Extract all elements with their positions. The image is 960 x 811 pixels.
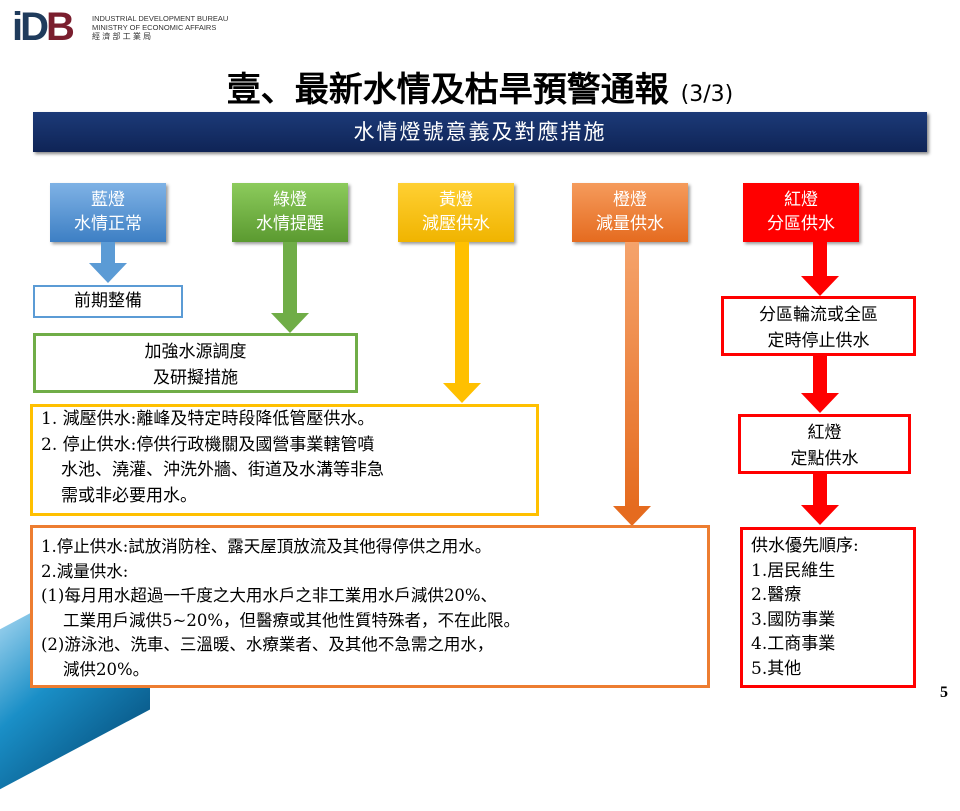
- org-en-1: INDUSTRIAL DEVELOPMENT BUREAU: [92, 14, 229, 23]
- blue-action-box: 前期整備: [33, 285, 183, 318]
- org-zh: 經 濟 部 工 業 局: [92, 32, 152, 41]
- lamp-orange: 橙燈減量供水: [572, 183, 688, 242]
- orange-action-line: 1.停止供水:試放消防栓、露天屋頂放流及其他得停供之用水。: [41, 537, 492, 556]
- logo-text: INDUSTRIAL DEVELOPMENT BUREAU MINISTRY O…: [92, 14, 228, 41]
- supply-priority-box: 供水優先順序: 1.居民維生 2.醫療 3.國防事業 4.工商事業 5.其他: [740, 527, 916, 688]
- yellow-action-line: 1. 減壓供水:離峰及特定時段降低管壓供水。: [41, 409, 375, 429]
- arrow-red-3: [813, 474, 827, 507]
- arrowhead-icon: [801, 393, 839, 413]
- priority-item: 2.醫療: [751, 585, 802, 605]
- green-action-line: 及研擬措施: [153, 368, 238, 388]
- title-page: (3/3): [680, 82, 734, 107]
- arrow-red-2: [813, 356, 827, 394]
- lamp-meaning: 水情提醒: [256, 214, 324, 234]
- yellow-action-line: 水池、澆灌、沖洗外牆、街道及水溝等非急: [61, 460, 384, 480]
- orange-action-line: (1)每月用水超過一千度之大用水戶之非工業用水戶減供20%、: [41, 586, 498, 605]
- org-en-2: MINISTRY OF ECONOMIC AFFAIRS: [92, 23, 217, 32]
- arrowhead-icon: [271, 313, 309, 333]
- lamp-red: 紅燈分區供水: [743, 183, 859, 242]
- arrow-blue: [101, 242, 115, 264]
- red-step2-box: 紅燈定點供水: [738, 414, 911, 474]
- priority-title: 供水優先順序:: [751, 536, 859, 556]
- red-step2-line: 紅燈: [807, 423, 842, 443]
- lamp-meaning: 水情正常: [74, 214, 142, 234]
- arrow-yellow: [455, 242, 469, 384]
- red-step2-line: 定點供水: [790, 449, 859, 469]
- priority-item: 4.工商事業: [751, 634, 836, 654]
- yellow-action-line: 需或非必要用水。: [61, 485, 197, 506]
- arrowhead-icon: [443, 383, 481, 403]
- orange-action-line: (2)游泳池、洗車、三溫暖、水療業者、及其他不急需之用水，: [41, 635, 494, 654]
- lamp-green: 綠燈水情提醒: [232, 183, 348, 242]
- lamp-name: 紅燈: [784, 190, 818, 210]
- priority-item: 3.國防事業: [751, 609, 836, 630]
- orange-action-line: 減供20%。: [63, 659, 150, 679]
- yellow-action-box: 1. 減壓供水:離峰及特定時段降低管壓供水。 2. 停止供水:停供行政機關及國營…: [30, 404, 539, 516]
- arrowhead-icon: [801, 276, 839, 296]
- lamp-yellow: 黃燈減壓供水: [398, 183, 514, 242]
- lamp-name: 橙燈: [613, 190, 647, 210]
- arrowhead-icon: [89, 263, 127, 283]
- orange-action-box: 1.停止供水:試放消防栓、露天屋頂放流及其他得停供之用水。 2.減量供水: (1…: [30, 525, 710, 688]
- lamp-name: 藍燈: [91, 190, 125, 210]
- arrowhead-icon: [613, 506, 651, 526]
- arrowhead-icon: [801, 505, 839, 525]
- lamp-meaning: 減量供水: [596, 214, 664, 234]
- green-action-box: 加強水源調度及研擬措施: [33, 333, 358, 393]
- section-banner: 水情燈號意義及對應措施: [33, 112, 927, 152]
- title-main: 壹、最新水情及枯旱預警通報: [226, 70, 669, 110]
- orange-action-line: 工業用戶減供5~20%，但醫療或其他性質特殊者，不在此限。: [63, 610, 520, 630]
- lamp-meaning: 分區供水: [767, 214, 835, 234]
- lamp-meaning: 減壓供水: [422, 214, 490, 234]
- lamp-blue: 藍燈水情正常: [50, 183, 166, 242]
- arrow-orange: [625, 242, 639, 507]
- arrow-green: [283, 242, 297, 314]
- lamp-name: 黃燈: [439, 190, 473, 210]
- page-title: 壹、最新水情及枯旱預警通報 (3/3): [0, 62, 960, 111]
- orange-action-line: 2.減量供水:: [41, 561, 129, 581]
- arrow-red-1: [813, 242, 827, 278]
- green-action-line: 加強水源調度: [144, 342, 247, 362]
- red-step1-line: 分區輪流或全區: [759, 305, 878, 325]
- priority-item: 1.居民維生: [751, 560, 836, 581]
- yellow-action-line: 2. 停止供水:停供行政機關及國營事業轄管噴: [41, 434, 375, 455]
- lamp-name: 綠燈: [273, 190, 307, 210]
- red-step1-line: 定時停止供水: [767, 331, 870, 351]
- priority-item: 5.其他: [751, 658, 802, 679]
- red-step1-box: 分區輪流或全區定時停止供水: [721, 296, 916, 356]
- page-number: 5: [940, 684, 948, 701]
